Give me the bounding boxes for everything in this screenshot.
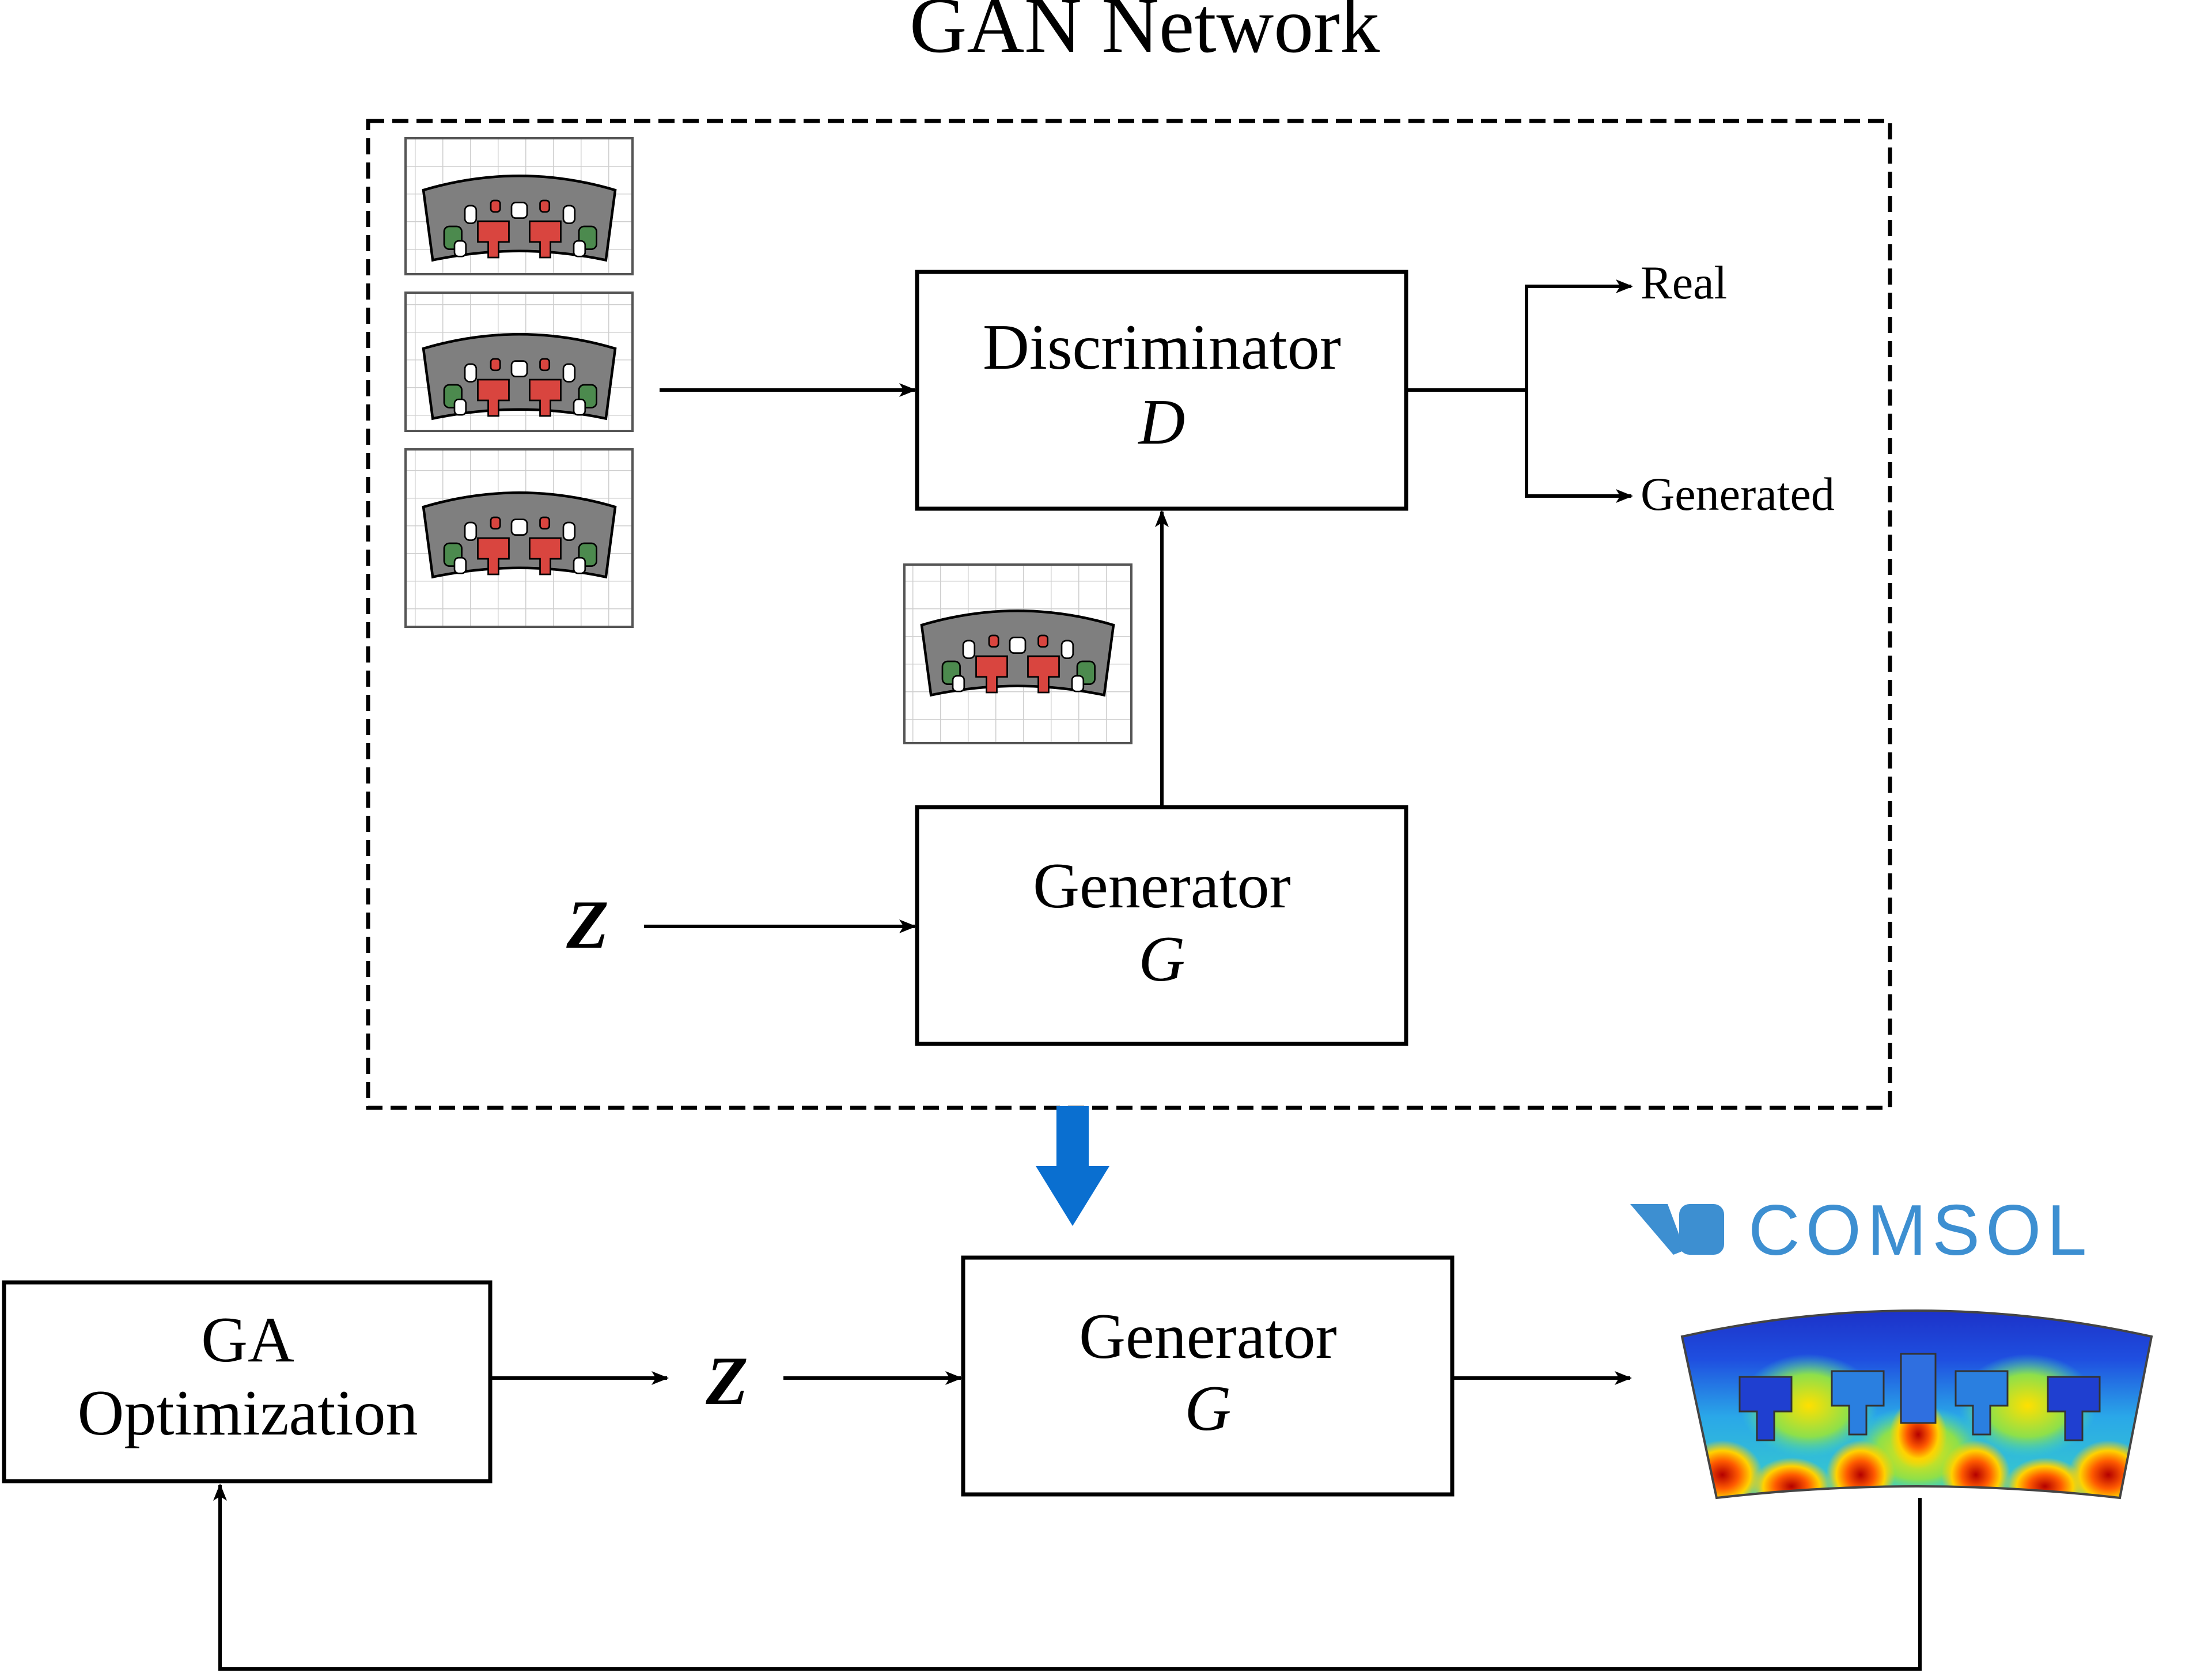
fem-field-plot — [1680, 1309, 2153, 1500]
ga-label-line1: GA — [201, 1304, 294, 1376]
gan-network-frame — [366, 119, 1892, 1110]
down-arrow-icon — [1036, 1106, 1109, 1226]
generated-sample-thumbnail — [903, 563, 1132, 744]
ga-optimization-box — [2, 1280, 493, 1483]
real-sample-thumbnail — [404, 292, 634, 432]
real-sample-thumbnail — [404, 137, 634, 275]
discriminator-output-branch — [1406, 285, 1528, 497]
discriminator-label: Discriminator — [983, 312, 1341, 383]
real-sample-thumbnail — [404, 448, 634, 628]
generator-bottom-label: Generator — [1079, 1301, 1337, 1372]
comsol-logo-text: COMSOL — [1748, 1191, 2092, 1270]
comsol-logo-icon — [1630, 1204, 1724, 1255]
latent-z-top: Z — [566, 886, 608, 963]
discriminator-symbol: D — [1138, 387, 1185, 458]
output-generated-label: Generated — [1641, 468, 1835, 520]
ga-label-line2: Optimization — [77, 1377, 418, 1449]
feedback-loop-arrow — [213, 1483, 1922, 1671]
latent-z-bottom: Z — [705, 1342, 748, 1419]
generator-box-top — [915, 805, 1408, 1046]
generator-bottom-symbol: G — [1185, 1373, 1232, 1444]
output-real-label: Real — [1641, 256, 1727, 309]
diagram-title: GAN Network — [910, 0, 1380, 69]
generator-box-bottom — [961, 1255, 1455, 1497]
generator-top-symbol: G — [1139, 923, 1185, 995]
generator-top-label: Generator — [1033, 850, 1291, 922]
